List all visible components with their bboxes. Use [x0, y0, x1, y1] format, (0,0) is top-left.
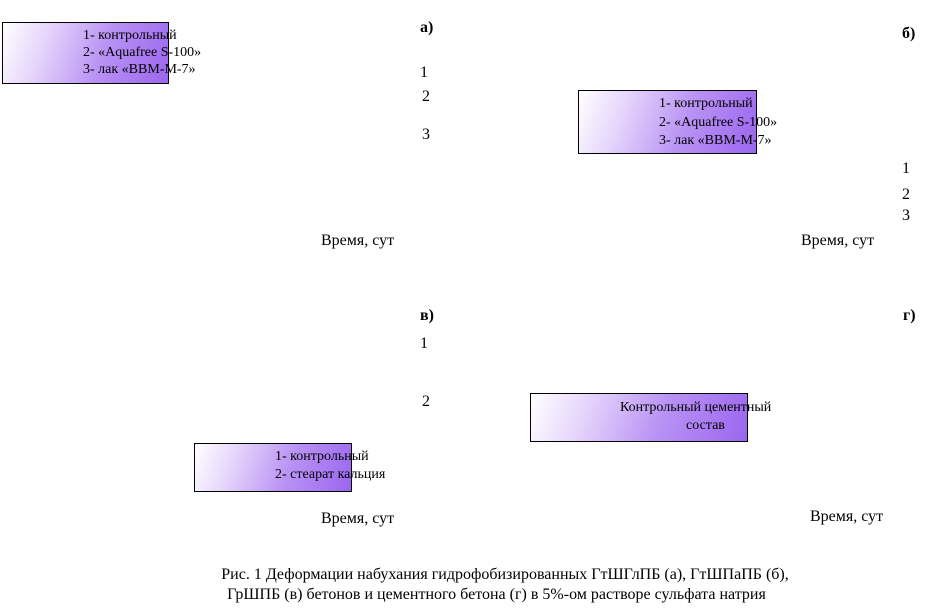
chart-panel-a: а) 1- контрольный 2- «Aquafree S-100» 3-… [0, 0, 470, 290]
chart-panel-b: б) 1- контрольный 2- «Aquafree S-100» 3-… [470, 0, 935, 290]
legend-c-item-1: 1- контрольный [275, 449, 369, 464]
figure-caption-line-2: ГрШПБ (в) бетонов и цементного бетона (г… [227, 586, 766, 603]
panel-a-label: а) [420, 19, 434, 36]
legend-c-item-2: 2- стеарат кальция [275, 467, 386, 482]
chart-panel-d: г) Контрольный цементный состав Время, с… [470, 290, 935, 540]
x-axis-label-a: Время, сут [321, 232, 395, 249]
figure-caption-line-1: Рис. 1 Деформации набухания гидрофобизир… [221, 566, 789, 583]
curve-label-a-1: 1 [420, 64, 428, 81]
legend-b-item-3: 3- лак «ВВМ-М-7» [659, 133, 772, 148]
legend-d-item-1: Контрольный цементный [620, 400, 772, 415]
legend-a-item-1: 1- контрольный [83, 28, 177, 43]
legend-b: 1- контрольный 2- «Aquafree S-100» 3- ла… [578, 90, 777, 154]
legend-b-item-1: 1- контрольный [659, 96, 753, 111]
panel-c-label: в) [420, 307, 434, 324]
x-axis-label-d: Время, сут [810, 508, 884, 525]
curve-label-b-2: 2 [902, 186, 910, 203]
legend-a-item-2: 2- «Aquafree S-100» [83, 45, 202, 60]
curve-label-a-2: 2 [422, 88, 430, 105]
curve-label-a-3: 3 [422, 126, 430, 143]
curve-label-b-1: 1 [902, 160, 910, 177]
legend-d-item-2: состав [686, 418, 725, 433]
curve-label-c-2: 2 [422, 393, 430, 410]
panel-b-label: б) [902, 25, 916, 42]
x-axis-label-c: Время, сут [321, 510, 395, 527]
curve-label-c-1: 1 [420, 335, 428, 352]
legend-a-item-3: 3- лак «ВВМ-М-7» [83, 62, 196, 77]
legend-d: Контрольный цементный состав [530, 393, 771, 442]
x-axis-label-b: Время, сут [801, 232, 875, 249]
legend-b-item-2: 2- «Aquafree S-100» [659, 115, 778, 130]
chart-panel-c: в) 1 2 1- контрольный 2- стеарат кальция… [0, 290, 470, 540]
curve-label-b-3: 3 [902, 207, 910, 224]
legend-c: 1- контрольный 2- стеарат кальция [194, 443, 385, 492]
legend-a: 1- контрольный 2- «Aquafree S-100» 3- ла… [2, 22, 201, 84]
panel-d-label: г) [903, 307, 916, 324]
